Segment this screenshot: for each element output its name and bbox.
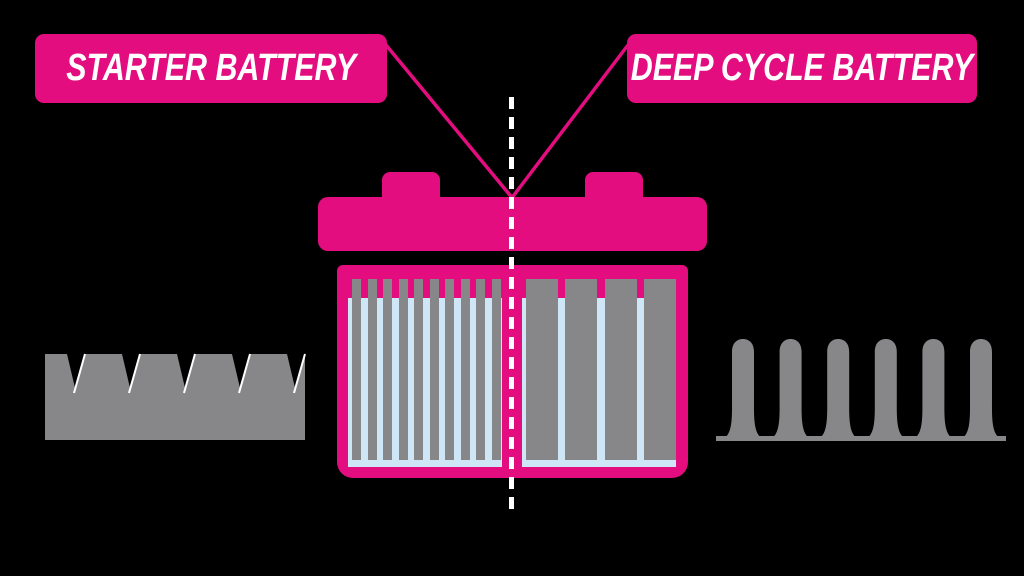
connector-line-left (384, 43, 513, 199)
starter-discharge-waveform (45, 353, 306, 440)
deep-cycle-battery-cell (522, 276, 676, 467)
thick-battery-plate (526, 279, 558, 460)
thin-battery-plate (367, 279, 377, 460)
deep-cycle-peak (722, 339, 764, 439)
deep-cycle-peak (864, 339, 907, 439)
notch-slit (293, 353, 306, 394)
thin-battery-plate (429, 279, 439, 460)
thin-battery-plate (398, 279, 408, 460)
notch-slit (183, 353, 196, 394)
thin-battery-plate (476, 279, 485, 460)
deep-cycle-peak (912, 339, 955, 439)
deep-cycle-peak (960, 339, 1002, 439)
label-deep-cycle-battery: DEEP CYCLE BATTERY (627, 34, 977, 103)
connector-line-right (511, 43, 630, 199)
thick-battery-plate (643, 279, 676, 460)
deep-cycle-peak (817, 339, 860, 439)
thin-battery-plate (414, 279, 423, 460)
deep-cycle-battery-label-text: DEEP CYCLE BATTERY (630, 47, 974, 89)
thin-battery-plate (491, 279, 501, 460)
label-starter-battery: STARTER BATTERY (35, 34, 387, 103)
thin-battery-plate (352, 279, 361, 460)
thick-battery-plate (565, 279, 598, 460)
notch-slit (238, 353, 251, 394)
thin-battery-plate (383, 279, 392, 460)
starter-battery-cell (348, 276, 502, 467)
deep-cycle-discharge-waveform (716, 339, 1006, 441)
notch-slit (128, 353, 141, 394)
center-divider-dashed-line (509, 97, 514, 515)
thin-battery-plate (460, 279, 470, 460)
deep-cycle-peak (769, 339, 812, 439)
notch-slit (73, 353, 86, 394)
thick-battery-plate (604, 279, 637, 460)
starter-battery-label-text: STARTER BATTERY (66, 47, 356, 89)
waveform-baseline (716, 436, 1006, 441)
starter-waveform-shape (45, 354, 305, 440)
thin-battery-plate (445, 279, 454, 460)
